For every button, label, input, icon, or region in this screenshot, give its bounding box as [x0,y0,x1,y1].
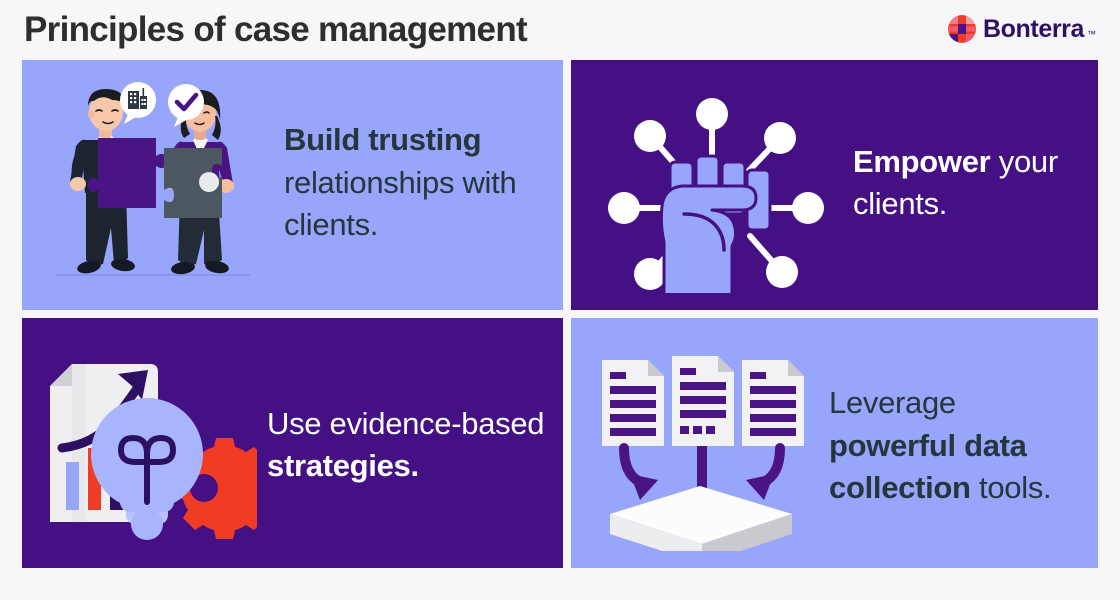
card-4-tail-text: tools. [979,470,1052,506]
document-left [602,359,664,446]
card-2-bold-text: Empower [853,143,991,179]
documents-arrows-tray-illustration [571,318,829,568]
two-people-holding-puzzle-pieces-illustration [22,60,284,310]
card-empower-your-clients: Empower your clients. [571,60,1098,310]
page-title: Principles of case management [24,9,528,49]
speech-bubble-checkmark [168,83,204,127]
raised-fist-network-illustration [571,60,853,310]
bonterra-circle-logo-mark-icon [948,15,976,43]
brand-name: Bonterra [983,14,1084,43]
card-1-bold-text: Build trusting [284,122,482,158]
card-leverage-data-collection-tools: Leverage powerful data collection tools. [571,318,1098,568]
card-3-regular-text: Use evidence-based [267,405,545,441]
card-3-text: Use evidence-based strategies. [267,403,563,488]
card-2-regular-text: your clients. [853,143,1058,221]
card-use-evidence-based-strategies: Use evidence-based strategies. [22,318,563,568]
card-1-regular-text: relationships with clients. [284,164,517,243]
card-4-lead-text: Leverage [829,385,956,421]
principles-grid: Build trusting relationships with client… [22,60,1098,575]
card-build-trusting-relationships: Build trusting relationships with client… [22,60,563,310]
brand-trademark: ™ [1087,29,1096,39]
document-right [742,359,804,446]
document-middle [672,355,734,446]
header: Principles of case management [0,0,1120,58]
card-4-bold-text: powerful data collection [829,427,1027,506]
document-chart-lightbulb-gear-illustration [22,318,267,568]
card-2-text: Empower your clients. [853,141,1098,226]
speech-bubble-building [120,81,156,124]
card-4-text: Leverage powerful data collection tools. [829,382,1098,509]
brand-logo: Bonterra ™ [948,15,1096,43]
card-3-bold-text: strategies. [267,448,419,483]
card-1-text: Build trusting relationships with client… [284,119,563,246]
